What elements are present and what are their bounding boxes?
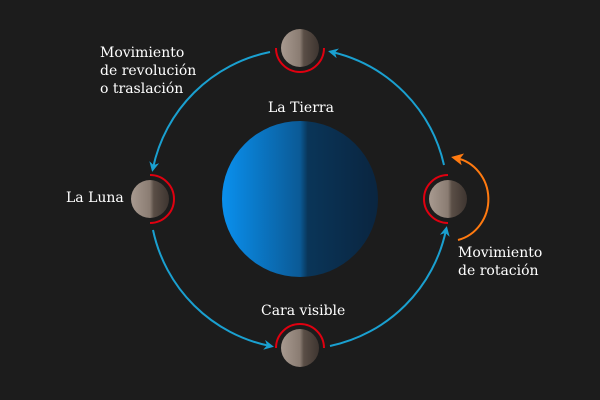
rotation-label-line1: Movimiento bbox=[458, 245, 543, 261]
earth-label: La Tierra bbox=[268, 100, 334, 116]
moon-label: La Luna bbox=[66, 190, 124, 206]
visible-face-marker bbox=[275, 323, 325, 349]
rotation-arrow bbox=[451, 153, 490, 241]
revolution-label-line3: o traslación bbox=[100, 81, 184, 97]
orbit-arrow-bottom-to-right bbox=[329, 226, 450, 347]
orbit-arrow-top-to-left bbox=[149, 51, 271, 172]
rotation-label-line2: de rotación bbox=[458, 263, 539, 279]
visible-face-label: Cara visible bbox=[261, 303, 346, 319]
moon-left bbox=[131, 174, 175, 224]
revolution-label-line1: Movimiento bbox=[100, 45, 185, 61]
revolution-label-line2: de revolución bbox=[100, 63, 197, 79]
moon-top bbox=[275, 29, 325, 73]
moon-bottom bbox=[275, 323, 325, 367]
earth bbox=[222, 121, 378, 277]
orbit-arrow-left-to-bottom bbox=[152, 229, 274, 350]
rotation-label: Movimiento de rotación bbox=[458, 244, 542, 280]
moon-right bbox=[423, 174, 467, 224]
visible-face-marker bbox=[149, 174, 175, 224]
visible-face-marker bbox=[275, 47, 325, 73]
orbit-arrow-right-to-top bbox=[328, 48, 445, 166]
visible-face-marker bbox=[423, 174, 449, 224]
revolution-label: Movimiento de revolución o traslación bbox=[100, 44, 197, 98]
